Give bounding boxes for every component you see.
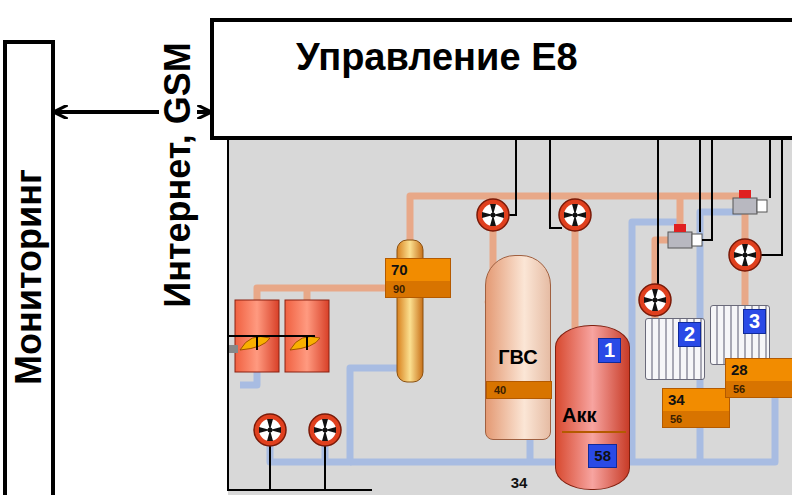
buffer-tank: 1Акк 58 [555,325,630,490]
node-subtext: Акк [562,404,596,427]
node-text: 70 [386,259,450,281]
node-text: 34 [663,389,729,411]
sensor-readout: 2856 [725,358,792,398]
node-text: 1 [598,338,621,363]
sensor-readout: 7090 [385,258,451,298]
node-text: 28 [726,359,792,381]
node-subtext: 40 [487,382,551,398]
node-text: ГВС [486,346,550,369]
sensor-readout: 3456 [662,388,730,428]
node-text: Мониторинг [10,169,48,385]
node-subtext: 56 [726,381,792,397]
sensor-readout: 3440 [486,381,552,399]
node-text: 34 [487,472,551,494]
radiator: 2 [645,318,705,380]
node-subtext: 56 [663,411,729,427]
node-text: Управление E8 [296,36,578,79]
monitoring-box: Мониторинг [3,40,55,495]
node-text: 58 [588,444,617,468]
radiator: 3 [710,305,770,365]
node-text: 3 [743,309,766,334]
node-subtext: 90 [386,281,450,297]
dhw-tank: ГВС 3440 [485,255,551,440]
node-text: 2 [678,322,701,347]
link-label: Интернет, GSM [159,38,197,311]
sensor-readout: 58 [562,431,626,433]
control-box: Управление E8 [210,18,792,140]
